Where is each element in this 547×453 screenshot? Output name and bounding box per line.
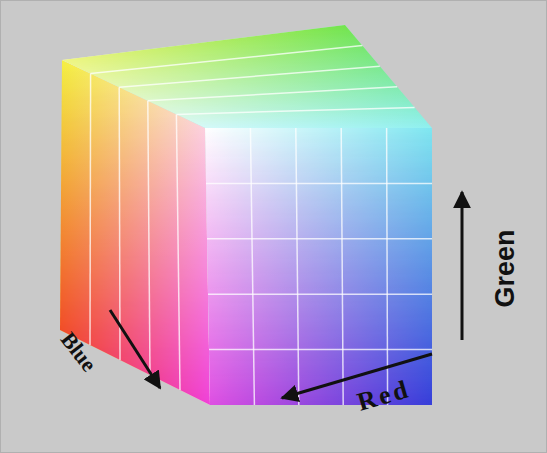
grid-line bbox=[296, 128, 299, 405]
cube-grid-lines bbox=[90, 46, 432, 405]
grid-line bbox=[148, 101, 150, 375]
cube-top-face-shade bbox=[62, 25, 432, 128]
green-axis-arrow bbox=[461, 192, 464, 340]
grid-line bbox=[387, 128, 388, 405]
grid-line bbox=[208, 293, 432, 295]
cube-top-face bbox=[62, 25, 432, 128]
grid-line bbox=[91, 46, 363, 74]
blue-axis-arrow bbox=[110, 310, 160, 388]
grid-line bbox=[119, 66, 380, 87]
grid-line bbox=[148, 87, 397, 101]
grid-line bbox=[341, 128, 343, 405]
grid-line bbox=[89, 74, 91, 345]
grid-line bbox=[176, 114, 180, 390]
grid-line bbox=[250, 128, 254, 405]
cube-front-face bbox=[205, 128, 432, 405]
grid-line bbox=[176, 107, 414, 114]
cube-front-face-shade bbox=[205, 128, 432, 405]
grid-line bbox=[209, 349, 432, 351]
grid-line bbox=[206, 183, 432, 185]
axis-label-green: Green bbox=[489, 229, 520, 307]
grid-line bbox=[207, 238, 432, 240]
grid-line bbox=[118, 87, 120, 360]
